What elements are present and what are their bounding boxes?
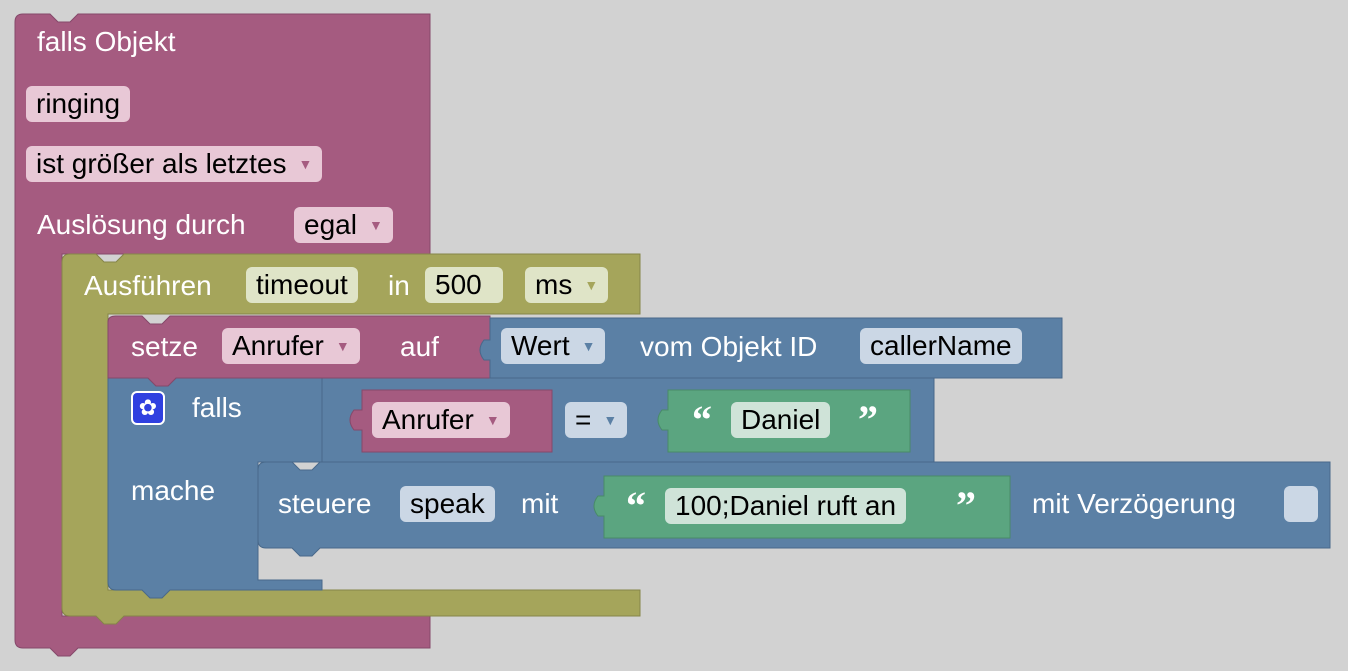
delay-field[interactable]: 500 [425,267,503,303]
control-object-value: speak [410,488,485,519]
quote-open-icon: “ [692,397,712,442]
delay-checkbox[interactable] [1284,486,1318,522]
delay-value: 500 [435,269,482,300]
timeout-in-label: in [388,270,410,301]
trigger-value: egal [304,209,357,240]
do-label: mache [131,475,216,506]
timeout-name-field[interactable]: timeout [246,267,358,303]
compare-var-value: Anrufer [382,404,474,435]
chevron-down-icon: ▼ [584,277,599,293]
condition-dropdown[interactable]: ist größer als letztes ▼ [26,146,323,182]
timeout-name-value: timeout [256,269,348,300]
to-label: auf [400,331,439,362]
compare-text-value: Daniel [741,404,821,435]
trigger-dropdown[interactable]: egal ▼ [294,207,393,243]
delay-label: mit Verzögerung [1032,488,1236,519]
chevron-down-icon: ▼ [335,338,350,354]
quote-open-icon: “ [626,483,646,528]
trigger-label: Auslösung durch [37,209,246,240]
gear-icon[interactable]: ✿ [131,391,165,425]
control-label: steuere [278,488,372,519]
condition-value: ist größer als letztes [36,148,287,179]
chevron-down-icon: ▼ [603,412,618,428]
if-label: falls [192,392,242,423]
with-label: mit [521,488,559,519]
compare-var-dropdown[interactable]: Anrufer ▼ [372,402,510,438]
unit-dropdown[interactable]: ms ▼ [525,267,609,303]
value-type-dropdown[interactable]: Wert ▼ [501,328,606,364]
control-text-field[interactable]: 100;Daniel ruft an [665,488,907,524]
quote-close-icon: ” [858,397,878,442]
event-title: falls Objekt [37,26,176,57]
operator-value: = [575,404,592,435]
variable-value: Anrufer [232,330,324,361]
object-id-input[interactable]: callerName [860,328,1022,364]
from-object-label: vom Objekt ID [640,331,818,362]
chevron-down-icon: ▼ [581,338,596,354]
value-type-value: Wert [511,330,570,361]
chevron-down-icon: ▼ [485,412,500,428]
object-id-input-value: callerName [870,330,1012,361]
chevron-down-icon: ▼ [298,156,313,172]
control-object-field[interactable]: speak [400,486,495,522]
compare-text-field[interactable]: Daniel [731,402,831,438]
operator-dropdown[interactable]: =▼ [565,402,628,438]
variable-dropdown[interactable]: Anrufer ▼ [222,328,360,364]
unit-value: ms [535,269,573,300]
set-label: setze [131,331,198,362]
quote-close-icon: ” [956,483,976,528]
object-id-field[interactable]: ringing [26,86,131,122]
timeout-label: Ausführen [84,270,212,301]
object-id-value: ringing [36,88,121,119]
control-text-value: 100;Daniel ruft an [675,490,897,521]
chevron-down-icon: ▼ [368,217,383,233]
